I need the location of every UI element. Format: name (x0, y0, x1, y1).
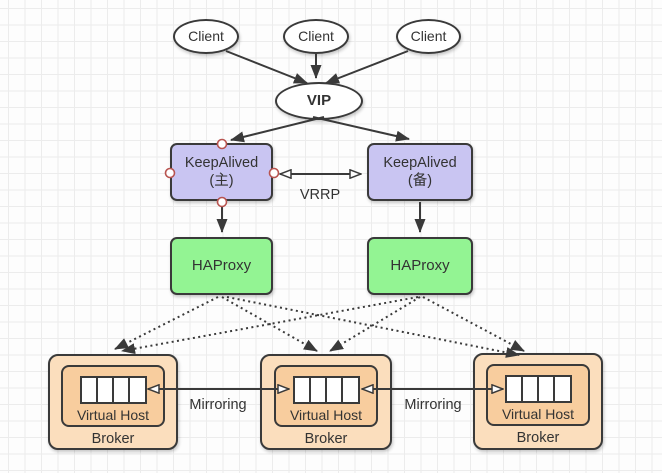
virtual-host-label: Virtual Host (289, 407, 363, 423)
client-label: Client (188, 27, 224, 44)
edge-haproxy1-broker1 (114, 296, 219, 350)
keepalived-label: KeepAlived (383, 154, 457, 171)
queue-cell (311, 378, 327, 402)
edge-haproxy1-broker2 (221, 296, 318, 352)
virtual-host-label: Virtual Host (501, 406, 575, 422)
edge-vip-keepalived-backup (312, 116, 410, 142)
queue-icon (292, 376, 360, 404)
edge-haproxy2-broker2 (329, 296, 421, 352)
haproxy-node-1[interactable]: HAProxy (170, 237, 273, 295)
broker-label: Broker (516, 430, 560, 446)
queue-cell (523, 377, 539, 401)
client-node-3[interactable]: Client (396, 19, 461, 54)
keepalived-master-node[interactable]: KeepAlived (主) (170, 143, 273, 201)
queue-icon (79, 376, 147, 404)
queue-cell (539, 377, 556, 401)
virtual-host-label: Virtual Host (76, 407, 150, 423)
virtual-host-box: Virtual Host (274, 365, 378, 427)
queue-cell (555, 377, 569, 401)
client-node-1[interactable]: Client (173, 19, 239, 54)
queue-cell (130, 378, 144, 402)
queue-cell (343, 378, 357, 402)
client-node-2[interactable]: Client (283, 19, 349, 54)
edge-haproxy1-broker3 (226, 296, 520, 358)
queue-cell (82, 378, 98, 402)
client-label: Client (298, 27, 334, 44)
broker-node-2[interactable]: Virtual Host Broker (260, 354, 392, 450)
vip-label: VIP (306, 91, 332, 109)
edge-haproxy2-broker1 (121, 296, 419, 355)
edge-vip-keepalived-master (230, 116, 325, 143)
mirroring-label-2: Mirroring (404, 397, 462, 413)
haproxy-node-2[interactable]: HAProxy (367, 237, 473, 295)
mirroring-label-1: Mirroring (189, 397, 247, 413)
haproxy-label: HAProxy (191, 256, 252, 274)
edge-haproxy2-broker3 (422, 296, 525, 352)
keepalived-backup-node[interactable]: KeepAlived (备) (367, 143, 473, 201)
broker-label: Broker (91, 430, 135, 447)
haproxy-label: HAProxy (390, 256, 450, 274)
queue-cell (327, 378, 344, 402)
keepalived-sublabel: (备) (407, 173, 433, 189)
virtual-host-box: Virtual Host (61, 365, 165, 427)
client-label: Client (410, 27, 447, 44)
edge-client1-vip (225, 50, 308, 84)
broker-label: Broker (304, 430, 348, 447)
vrrp-label: VRRP (299, 187, 341, 203)
keepalived-label: KeepAlived (184, 154, 259, 171)
queue-cell (295, 378, 311, 402)
edge-client3-vip (325, 50, 409, 84)
keepalived-sublabel: (主) (209, 173, 234, 189)
broker-node-3[interactable]: Virtual Host Broker (473, 353, 603, 450)
queue-cell (98, 378, 114, 402)
vip-node[interactable]: VIP (275, 82, 363, 120)
queue-cell (507, 377, 523, 401)
virtual-host-box: Virtual Host (486, 364, 590, 426)
broker-node-1[interactable]: Virtual Host Broker (48, 354, 178, 450)
queue-cell (114, 378, 131, 402)
queue-icon (504, 375, 572, 403)
